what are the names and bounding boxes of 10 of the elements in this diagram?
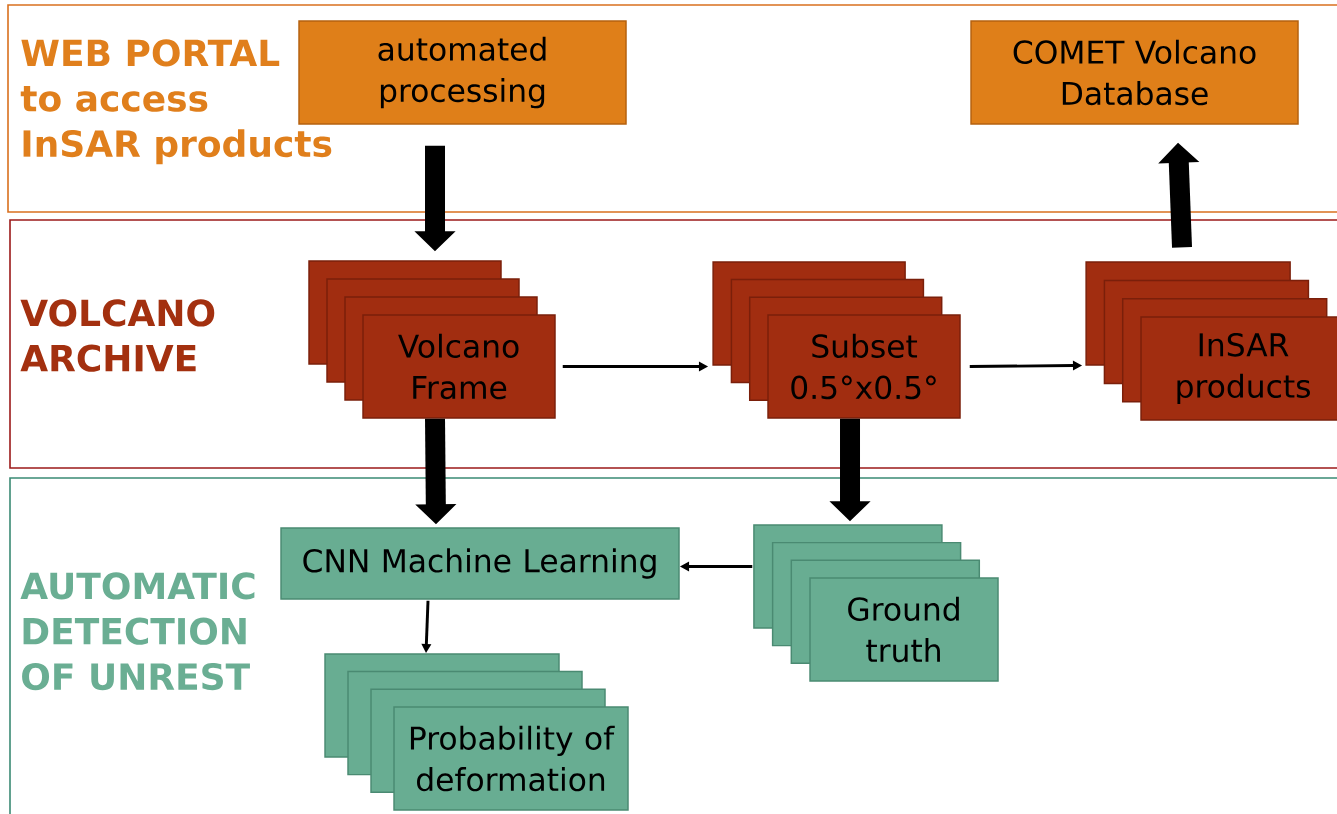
card-stack: Probability of deformation [324,653,629,811]
process-box: CNN Machine Learning [280,527,680,600]
process-box: automated processing [298,20,627,125]
card-stack: Ground truth [753,524,999,682]
card-stack: InSAR products [1085,261,1337,421]
card-stack: Subset 0.5°x0.5° [712,261,961,419]
process-box: COMET Volcano Database [970,20,1299,125]
card-stack: Volcano Frame [308,260,556,419]
node-label: deformation [417,767,605,792]
node-label: Frame [413,376,507,400]
